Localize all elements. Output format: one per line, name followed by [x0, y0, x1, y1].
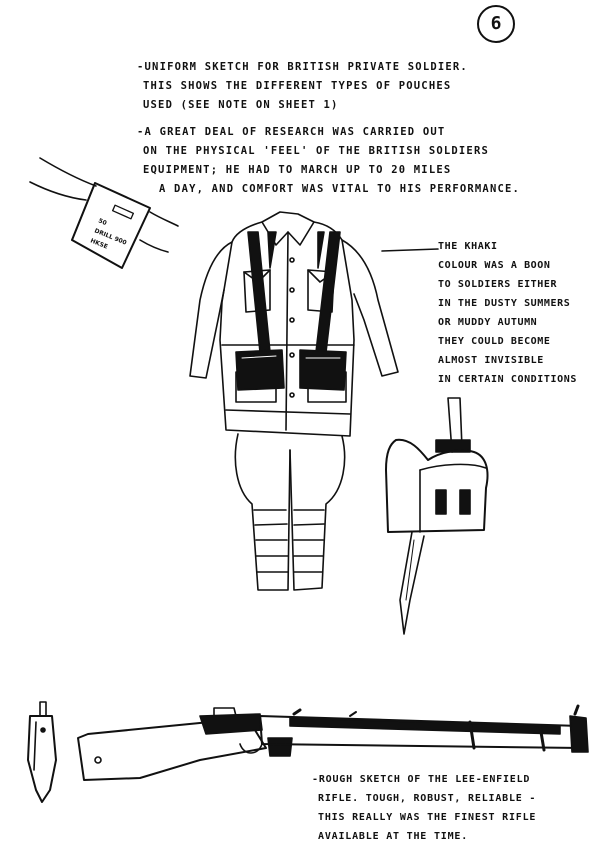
- uniform-sketch: [189, 211, 399, 591]
- note-line: colour was a boon: [438, 260, 551, 271]
- armband-sketch: 50 DRILL 900 HKSE: [29, 157, 179, 269]
- haversack-sketch: [385, 397, 489, 635]
- khaki-pointer-line: [381, 248, 439, 252]
- note-rifle: -Rough sketch of the Lee-Enfield rifle. …: [312, 770, 536, 846]
- note-line: -Rough sketch of the Lee-Enfield: [312, 774, 531, 785]
- note-line: They could become: [438, 336, 551, 347]
- page-number: 6: [477, 5, 515, 43]
- note-line: used (see note on sheet 1): [143, 99, 339, 111]
- note-line: a day, and comfort was vital to his perf…: [159, 183, 521, 195]
- note-line: on the physical 'feel' of the British so…: [143, 145, 489, 157]
- note-line: rifle. Tough, robust, reliable -: [318, 793, 537, 804]
- note-line: this really was the finest rifle: [318, 812, 537, 823]
- scabbard-sketch: [27, 701, 57, 803]
- note-line: -Uniform sketch for British private sold…: [137, 61, 468, 73]
- note-line: -A great deal of research was carried ou…: [137, 126, 446, 138]
- note-line: This shows the different types of pouche…: [143, 80, 452, 92]
- note-khaki: The khaki colour was a boon to soldiers …: [438, 237, 577, 389]
- note-line: in the dusty summers: [438, 298, 571, 309]
- armband-text-3: HKSE: [89, 237, 108, 250]
- rifle-sketch: [77, 704, 589, 781]
- note-line: or muddy autumn: [438, 317, 538, 328]
- note-line: almost invisible: [438, 355, 544, 366]
- note-line: in certain conditions: [438, 374, 578, 385]
- note-research: -A great deal of research was carried ou…: [137, 123, 520, 199]
- armband-text-1: 50: [97, 217, 107, 227]
- note-uniform: -Uniform sketch for British private sold…: [137, 58, 468, 115]
- note-line: available at the time.: [318, 831, 469, 842]
- note-line: to soldiers either: [438, 279, 558, 290]
- note-line: equipment; he had to march up to 20 mile…: [143, 164, 452, 176]
- note-line: The khaki: [438, 241, 498, 252]
